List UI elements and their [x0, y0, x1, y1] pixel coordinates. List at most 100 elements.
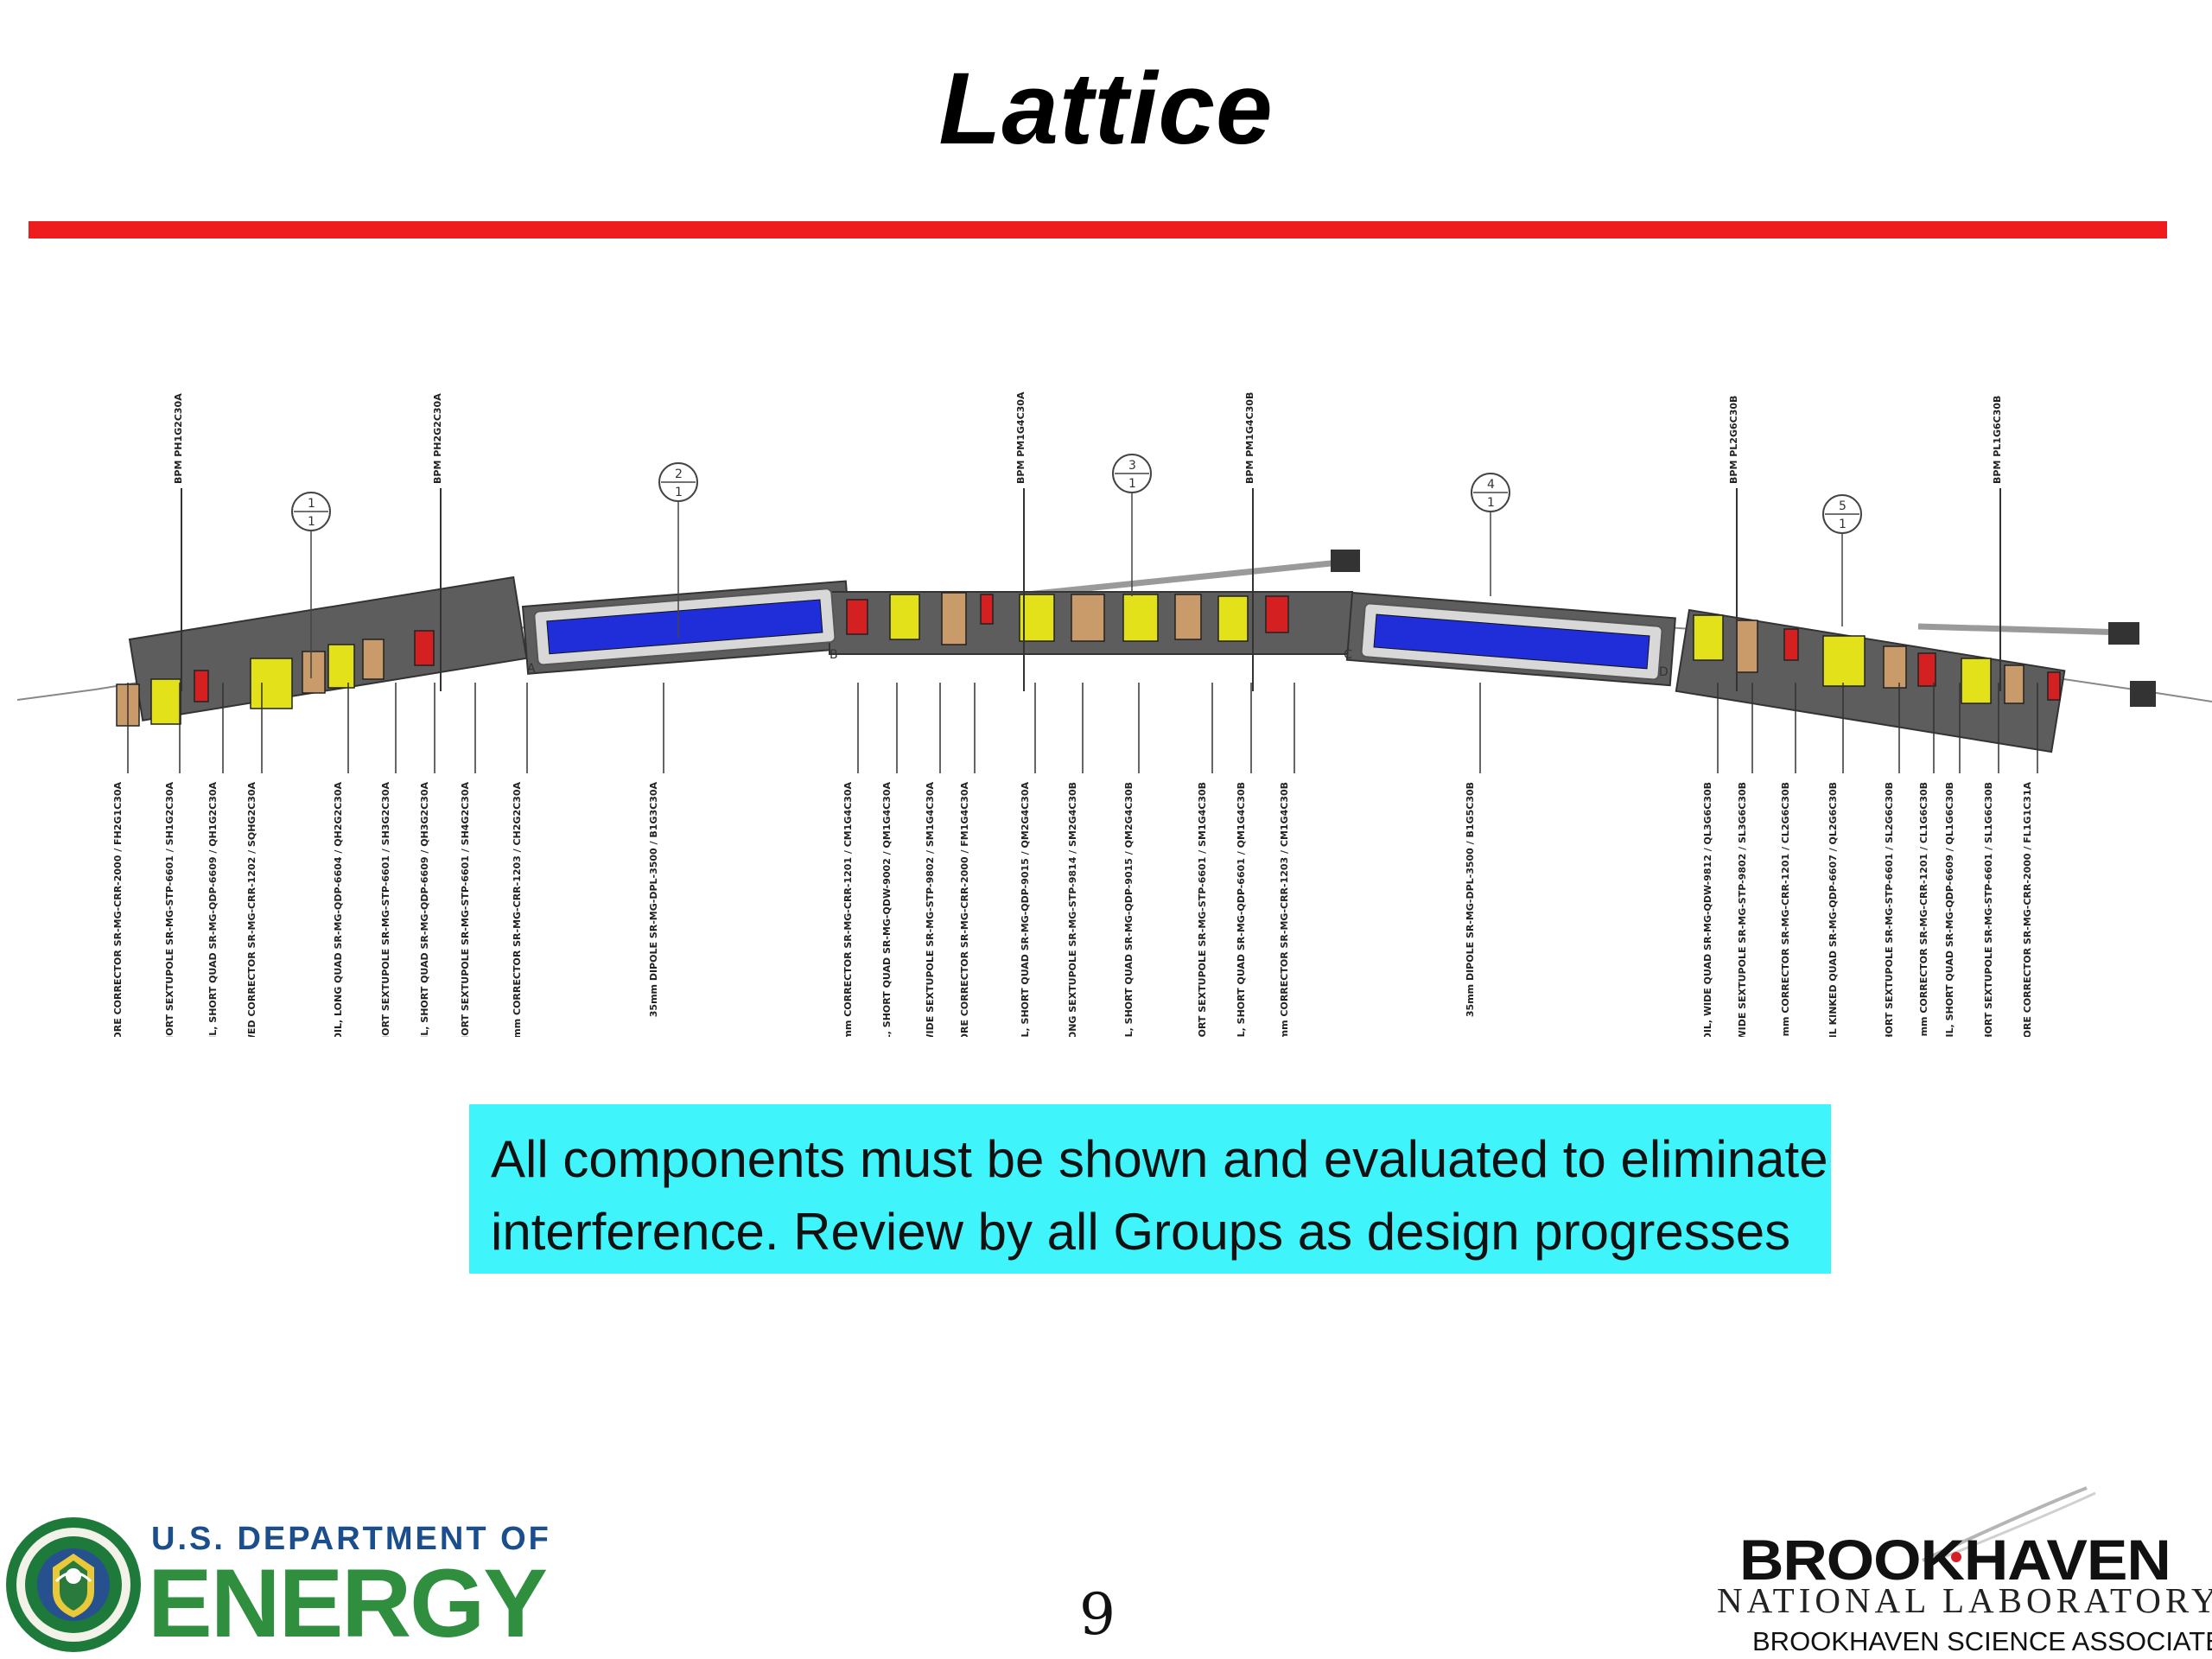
- bnl-associates-text: BROOKHAVEN SCIENCE ASSOCIATES: [1752, 1626, 2212, 1656]
- callout-number-top: 5: [1839, 499, 1847, 513]
- callout-number-bottom: 1: [675, 486, 683, 499]
- magnet: [1019, 594, 1055, 642]
- magnet: [2004, 664, 2024, 704]
- component-label: 66mm, SHORT SEXTUPOLE SR-MG-STP-6601 / S…: [1884, 782, 1895, 1037]
- magnet: [327, 644, 355, 689]
- magnet: [194, 670, 209, 702]
- component-label: 66mm, LONG, DBL COIL KINKED QUAD SR-MG-Q…: [1827, 782, 1839, 1037]
- magnet: [941, 592, 967, 645]
- magnet: [2047, 671, 2061, 701]
- bpm-label: BPM PL1G6C30B: [1992, 396, 2003, 484]
- callout-number-bottom: 1: [308, 515, 315, 529]
- magnet: [1736, 620, 1758, 673]
- section-letter: C: [1344, 648, 1352, 662]
- doe-energy-text: ENERGY: [148, 1549, 548, 1657]
- dipole-coil: [1373, 613, 1650, 670]
- bpm-label: BPM PH2G2C30A: [432, 393, 443, 484]
- end-flange: [2130, 681, 2156, 707]
- callout-number-bottom: 1: [1487, 496, 1495, 510]
- section-letter: D: [1659, 665, 1669, 679]
- bnl-swoosh-icon: [1922, 1486, 2096, 1564]
- component-label: 100mm CORRECTOR SR-MG-CRR-1201 / CL1G6C3…: [1918, 782, 1929, 1037]
- component-label: 66mm, SHORT, WIDE SEXTUPOLE SR-MG-STP-98…: [1737, 782, 1748, 1037]
- component-label: 66mm, SNGL COIL, SHORT QUAD SR-MG-QDW-90…: [881, 782, 893, 1037]
- section-letter: A: [527, 662, 536, 676]
- component-label: 66mm, SHORT SEXTUPOLE SR-MG-STP-6601 / S…: [460, 782, 471, 1037]
- magnet: [150, 678, 181, 725]
- callout-number-top: 2: [675, 467, 683, 481]
- callout-line-1: All components must be shown and evaluat…: [491, 1130, 1828, 1188]
- section-letter: B: [830, 648, 838, 662]
- bpm-label: BPM PM1G4C30A: [1015, 391, 1027, 484]
- magnet: [250, 658, 293, 709]
- magnet: [302, 651, 326, 694]
- component-label: 66mm, SHORT SEXTUPOLE SR-MG-STP-6601 / S…: [1983, 782, 1994, 1037]
- callout-note: All components must be shown and evaluat…: [469, 1104, 1831, 1274]
- component-label: 90mm, DBL COIL, SHORT QUAD SR-MG-QDP-901…: [1123, 782, 1135, 1037]
- magnet: [1217, 595, 1249, 642]
- magnet: [1265, 595, 1289, 633]
- callout-number-top: 1: [308, 497, 315, 511]
- bnl-subtitle-text: NATIONAL LABORATORY: [1717, 1580, 2212, 1620]
- magnet: [1822, 635, 1866, 687]
- component-label: 66mm, DBL COIL, LONG QUAD SR-MG-QDP-6604…: [333, 782, 344, 1037]
- dipole: [533, 588, 836, 666]
- magnet: [1883, 645, 1907, 689]
- component-label: 100mm CORRECTOR SR-MG-CRR-1201 / CL2G6C3…: [1780, 782, 1791, 1037]
- magnet: [414, 630, 435, 666]
- component-label: FAST AIR CORE CORRECTOR SR-MG-CRR-2000 /…: [959, 782, 970, 1037]
- component-label: 90mm, DBL COIL, SHORT QUAD SR-MG-QDP-901…: [1020, 782, 1031, 1037]
- magnet: [1961, 658, 1992, 704]
- magnet: [1122, 594, 1159, 642]
- doe-logo: U.S. DEPARTMENT OF ENERGY: [4, 1510, 549, 1657]
- component-label: 156mm CORRECTOR SR-MG-CRR-1203 / CM1G4C3…: [1279, 782, 1290, 1037]
- component-label: FAST AIR CORE CORRECTOR SR-MG-CRR-2000 /…: [112, 782, 124, 1037]
- bpm-label: BPM PL2G6C30B: [1728, 396, 1739, 484]
- bnl-logo: BROOKHAVEN NATIONAL LABORATORY BROOKHAVE…: [1715, 1478, 2212, 1656]
- component-label: 66mm, DBL COIL, SHORT QUAD SR-MG-QDP-660…: [1944, 782, 1955, 1037]
- page-number: 9: [1079, 1581, 1116, 1648]
- photon-port-flange: [2108, 622, 2139, 645]
- bnl-name-text: BROOKHAVEN: [1739, 1528, 2171, 1592]
- component-label: 35mm DIPOLE SR-MG-DPL-3500 / B1G5C30B: [1465, 782, 1476, 1017]
- component-label: 35mm DIPOLE SR-MG-DPL-3500 / B1G3C30A: [648, 782, 659, 1018]
- component-label: 100mm CORRECTOR SR-MG-CRR-1201 / CM1G4C3…: [842, 782, 854, 1037]
- callout-number-top: 3: [1128, 459, 1136, 473]
- girder-body: [1675, 608, 2066, 753]
- bpm-label: BPM PM1G4C30B: [1244, 392, 1255, 484]
- component-label: 66mm, SNGL COIL, SHORT QUAD SR-MG-QDP-66…: [1236, 782, 1247, 1037]
- title-divider: [29, 221, 2167, 238]
- magnet: [1071, 594, 1105, 642]
- callout-number-bottom: 1: [1128, 477, 1136, 491]
- doe-department-text: U.S. DEPARTMENT OF: [151, 1521, 551, 1557]
- lattice-diagram: A B C D 1 1 2 1 3 1 4 1 5 1 BPM PH1G2C30A BPM PH2G2C30A…: [17, 391, 2212, 1037]
- component-label: 66mm, DBL COIL, SHORT QUAD SR-MG-QDP-660…: [419, 782, 430, 1037]
- photon-port-flange: [1331, 550, 1360, 572]
- callout-line-2: interference. Review by all Groups as de…: [491, 1203, 1791, 1261]
- slide-title: Lattice: [938, 52, 1274, 166]
- magnet: [1783, 628, 1799, 661]
- component-label: 66mm, DBL COIL, SHORT QUAD SR-MG-QDP-660…: [207, 782, 219, 1037]
- magnet: [889, 594, 920, 640]
- doe-seal-icon: [6, 1517, 141, 1652]
- magnet: [980, 594, 994, 625]
- dipole-coil: [546, 599, 823, 655]
- girder: [1675, 608, 2066, 753]
- magnet: [846, 599, 868, 635]
- magnet: [362, 639, 385, 680]
- component-label: 100mm SKEWED CORRECTOR SR-MG-CRR-1202 / …: [246, 782, 257, 1037]
- component-label: 66mm, SHORT SEXTUPOLE SR-MG-STP-6601 / S…: [380, 782, 391, 1037]
- magnet: [1174, 594, 1202, 640]
- component-label: FAST AIR CORE CORRECTOR SR-MG-CRR-2000 /…: [2022, 782, 2033, 1037]
- component-label: 76mm, LONG SEXTUPOLE SR-MG-STP-9814 / SM…: [1067, 782, 1078, 1037]
- component-label: 66mm, SHORT SEXTUPOLE SR-MG-STP-6601 / S…: [164, 782, 175, 1037]
- photon-port: [1917, 623, 2126, 636]
- callout-number-top: 4: [1487, 478, 1495, 492]
- bpm-label: BPM PH1G2C30A: [173, 393, 184, 484]
- callout-number-bottom: 1: [1839, 518, 1847, 531]
- magnet: [1693, 614, 1724, 661]
- component-label: 66mm, SHORT SEXTUPOLE SR-MG-STP-6601 / S…: [1197, 782, 1208, 1037]
- component-label: 66mm, SHORT, WIDE SEXTUPOLE SR-MG-STP-98…: [925, 782, 936, 1037]
- component-label: 66mm, DBL COIL, WIDE QUAD SR-MG-QDW-9812…: [1702, 782, 1713, 1037]
- dipole: [1360, 602, 1663, 681]
